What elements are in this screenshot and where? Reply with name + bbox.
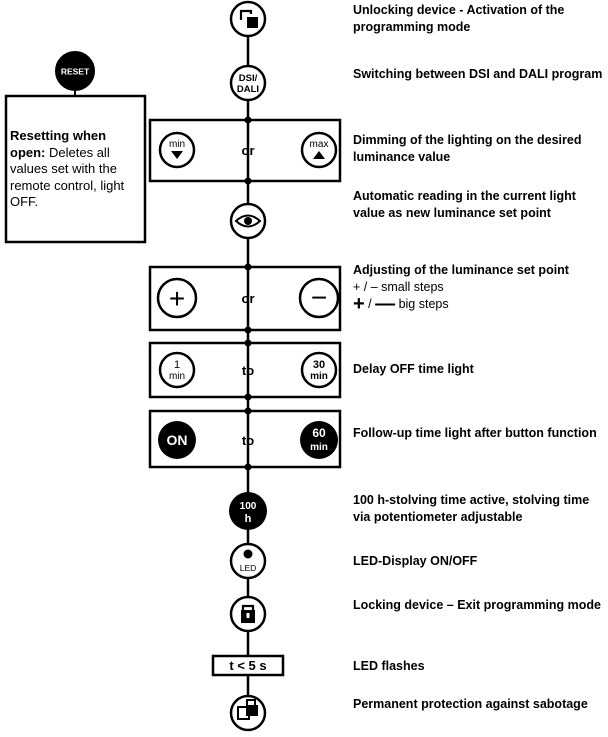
double-lock-icon (237, 699, 258, 720)
dali-label: DALI (237, 84, 259, 95)
hundred-h-button[interactable]: 100 h (229, 492, 267, 530)
followup-group-box (148, 409, 342, 469)
hundred-label: 100 (240, 501, 257, 512)
minus-button[interactable]: − (298, 277, 340, 319)
label-stolving: 100 h-stolving time active, stolving tim… (353, 493, 590, 524)
big-steps-text: big steps (395, 297, 449, 311)
thirty-min-button[interactable]: 30 min (300, 351, 338, 389)
dsi-dali-button[interactable]: DSI/ DALI (229, 64, 267, 102)
max-button[interactable]: max (300, 131, 338, 169)
big-minus-icon: — (375, 293, 396, 315)
eye-icon (234, 214, 262, 228)
reset-info-body: Deletes all values set with the remote c… (10, 144, 125, 210)
label-small-steps: + / – small steps (353, 280, 444, 294)
label-switching: Switching between DSI and DALI program (353, 67, 603, 81)
to-connector-1: to (242, 363, 254, 378)
label-led-flashes: LED flashes (353, 659, 425, 673)
time-condition-label: t < 5 s (229, 658, 266, 673)
dimming-group-box (148, 118, 342, 183)
label-delay: Delay OFF time light (353, 362, 474, 376)
delay-group-box (148, 341, 342, 399)
reset-label: RESET (61, 67, 90, 77)
unlock-icon (239, 9, 258, 28)
on-label: ON (167, 432, 188, 448)
plus-icon: + (169, 283, 185, 314)
permanent-protection-button[interactable] (229, 694, 267, 732)
max-label: max (310, 139, 329, 150)
minus-icon: − (311, 282, 327, 313)
sixty-min-unit: min (310, 442, 328, 453)
sixty-label: 60 (312, 426, 326, 440)
label-followup: Follow-up time light after button functi… (353, 426, 597, 440)
arrow-up-icon (313, 151, 325, 159)
label-big-steps: + / — big steps (353, 293, 605, 315)
arrow-down-icon (171, 151, 183, 159)
one-label: 1 (174, 359, 180, 371)
label-unlocking: Unlocking device - Activation of the pro… (353, 3, 565, 34)
time-condition-box: t < 5 s (211, 654, 285, 677)
or-connector-1: or (242, 143, 255, 158)
one-min-unit: min (169, 371, 185, 382)
big-plus-icon: + (353, 293, 365, 315)
thirty-min-unit: min (310, 371, 328, 382)
label-adjusting-title: Adjusting of the luminance set point (353, 263, 569, 277)
led-dot-icon (243, 549, 253, 559)
label-locking: Locking device – Exit programming mode (353, 598, 601, 612)
led-button[interactable]: LED (229, 542, 267, 580)
thirty-label: 30 (313, 359, 325, 371)
label-led-display: LED-Display ON/OFF (353, 554, 478, 568)
sixty-min-button[interactable]: 60 min (300, 421, 338, 459)
reset-info-bold: Resetting when open: (10, 128, 107, 160)
led-label: LED (240, 563, 257, 573)
lock-button[interactable] (229, 595, 267, 633)
reset-info-box (4, 94, 147, 244)
unlock-button[interactable] (229, 0, 267, 38)
h-label: h (245, 513, 252, 525)
big-slash: / (364, 297, 376, 311)
adjust-group-box (148, 265, 342, 332)
to-connector-2: to (242, 433, 254, 448)
one-min-button[interactable]: 1 min (158, 351, 196, 389)
label-permanent: Permanent protection against sabotage (353, 697, 588, 711)
on-button[interactable]: ON (158, 421, 196, 459)
lock-icon (241, 604, 255, 623)
eye-button[interactable] (229, 202, 267, 240)
label-dimming: Dimming of the lighting on the desired l… (353, 133, 582, 164)
reset-info-text: Resetting when open: Deletes all values … (10, 128, 142, 211)
dsi-label: DSI/ (239, 73, 258, 84)
label-automatic: Automatic reading in the current light v… (353, 189, 576, 220)
min-button[interactable]: min (158, 131, 196, 169)
plus-button[interactable]: + (156, 277, 198, 319)
min-label: min (169, 139, 185, 150)
reset-button[interactable]: RESET (55, 51, 95, 91)
or-connector-2: or (242, 291, 255, 306)
label-adjusting: Adjusting of the luminance set point + /… (353, 262, 605, 315)
